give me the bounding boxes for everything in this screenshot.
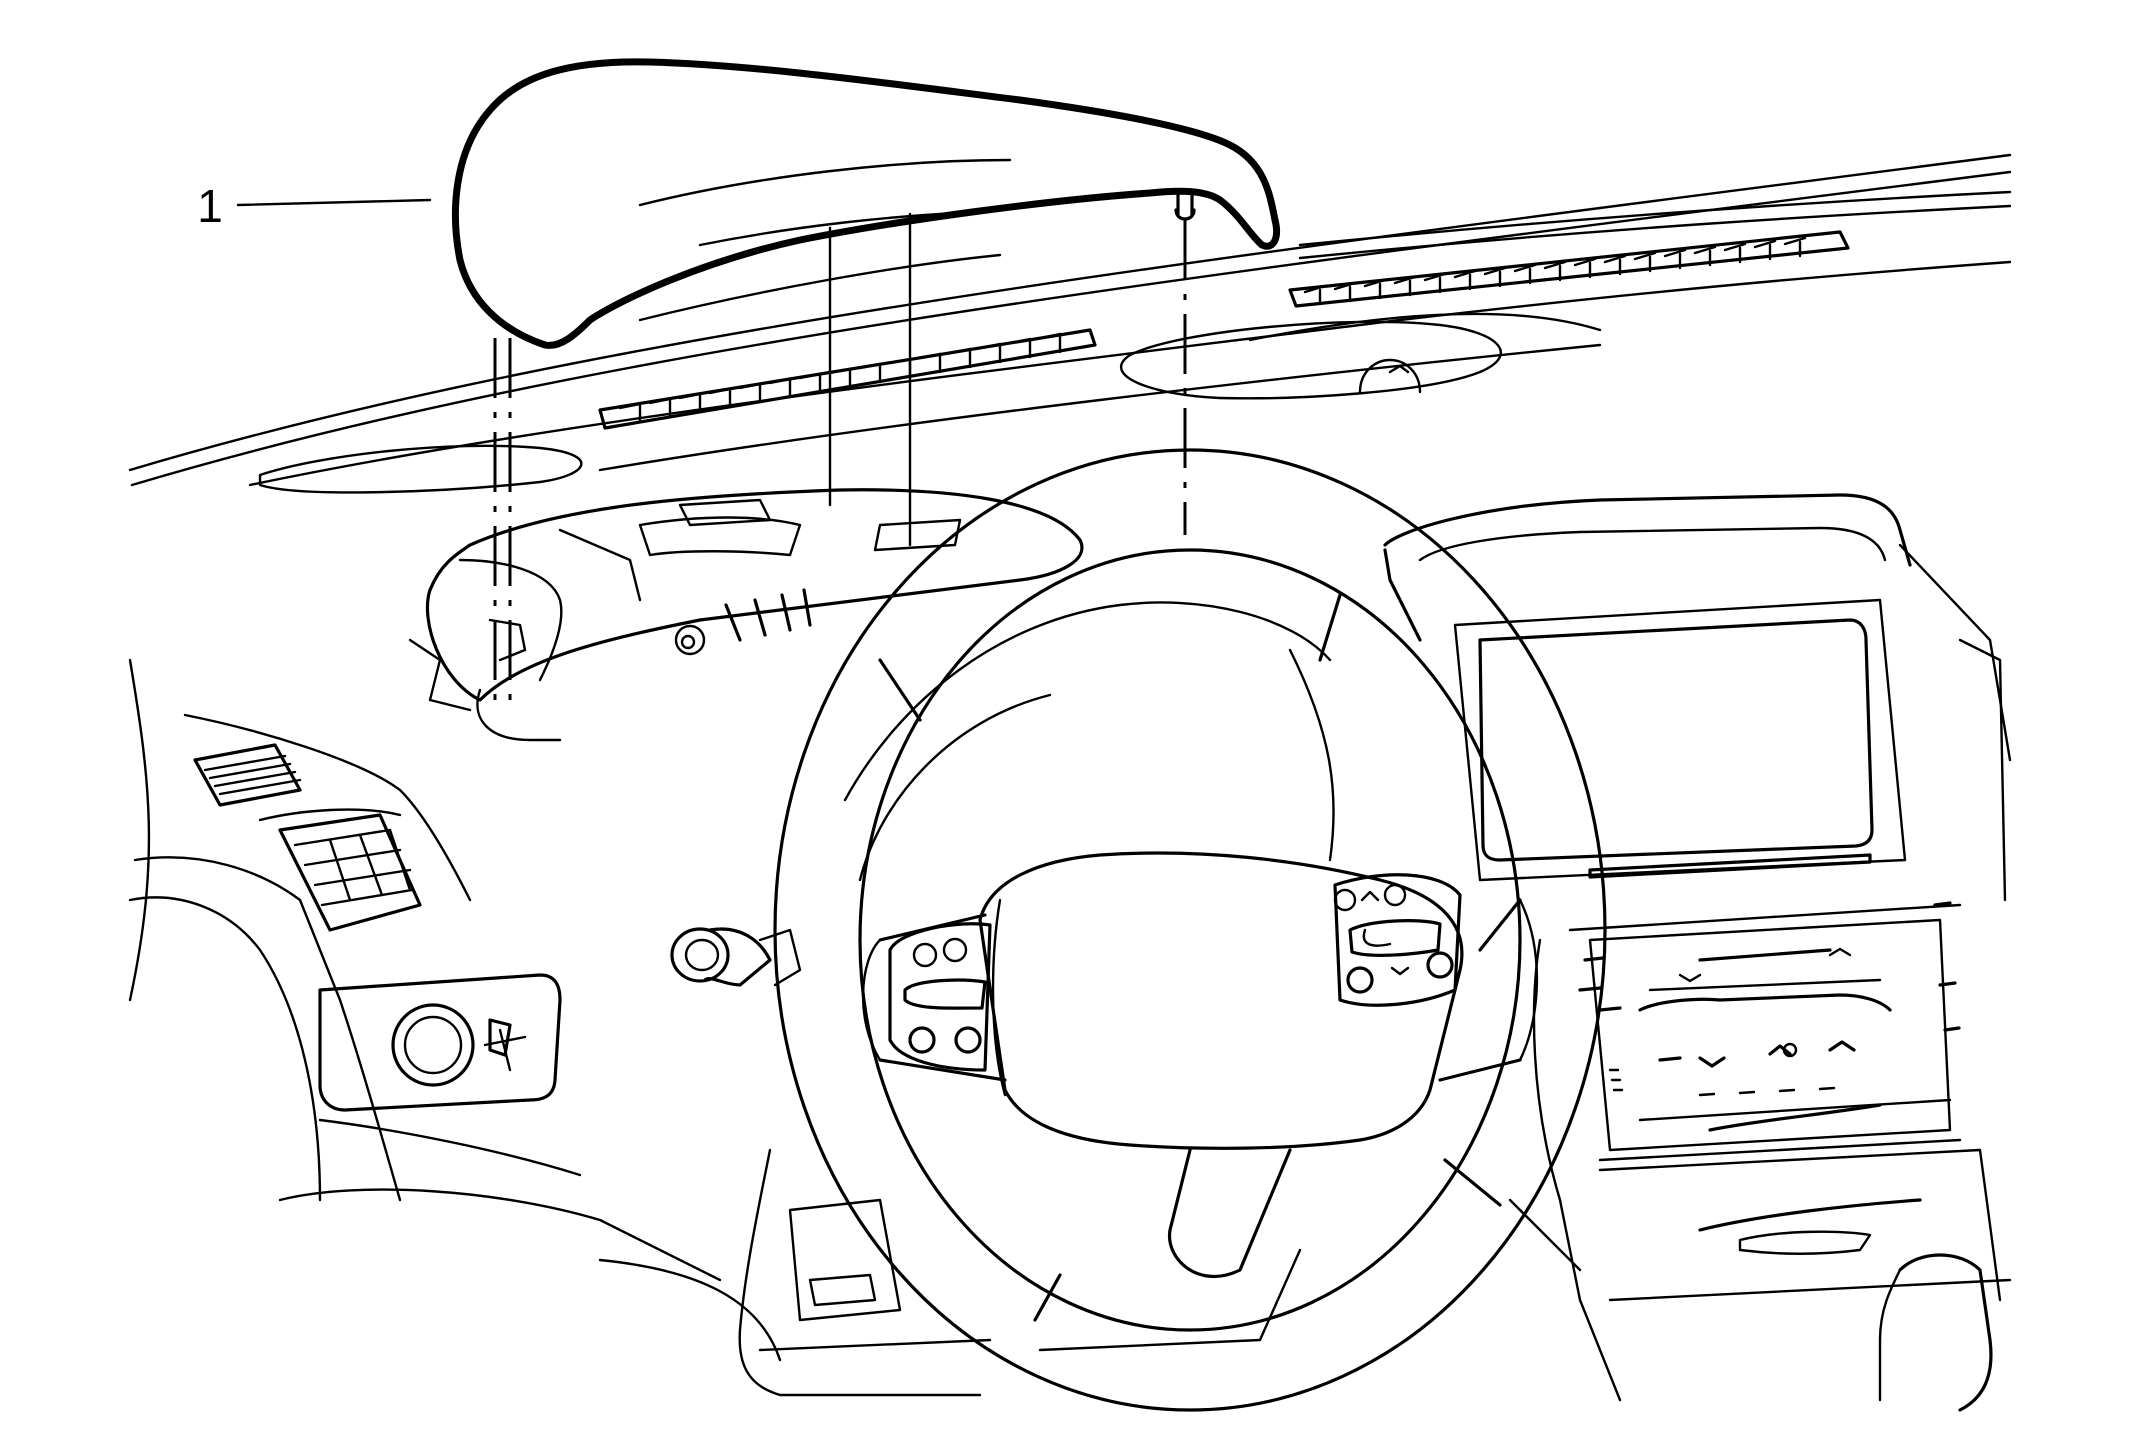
defrost-vent-left (598, 328, 1097, 430)
alignment-lines (493, 212, 1187, 700)
upper-dashboard (128, 153, 2012, 1002)
left-spoke-controls (888, 922, 992, 1072)
right-spoke-controls (1333, 873, 1462, 1007)
defrost-vent-right (1288, 230, 1850, 308)
instrument-panel-upper-trim-pad (451, 58, 1280, 349)
callout-1: 1 (197, 180, 432, 232)
steering-wheel (773, 448, 1607, 1412)
turn-signal-stalk (670, 927, 802, 987)
center-stack (1383, 493, 2012, 1412)
driver-side-recess (258, 444, 583, 494)
driver-side-trim (128, 713, 782, 1362)
passenger-dash-recess (1120, 320, 1502, 400)
callout-label-1: 1 (197, 180, 223, 232)
